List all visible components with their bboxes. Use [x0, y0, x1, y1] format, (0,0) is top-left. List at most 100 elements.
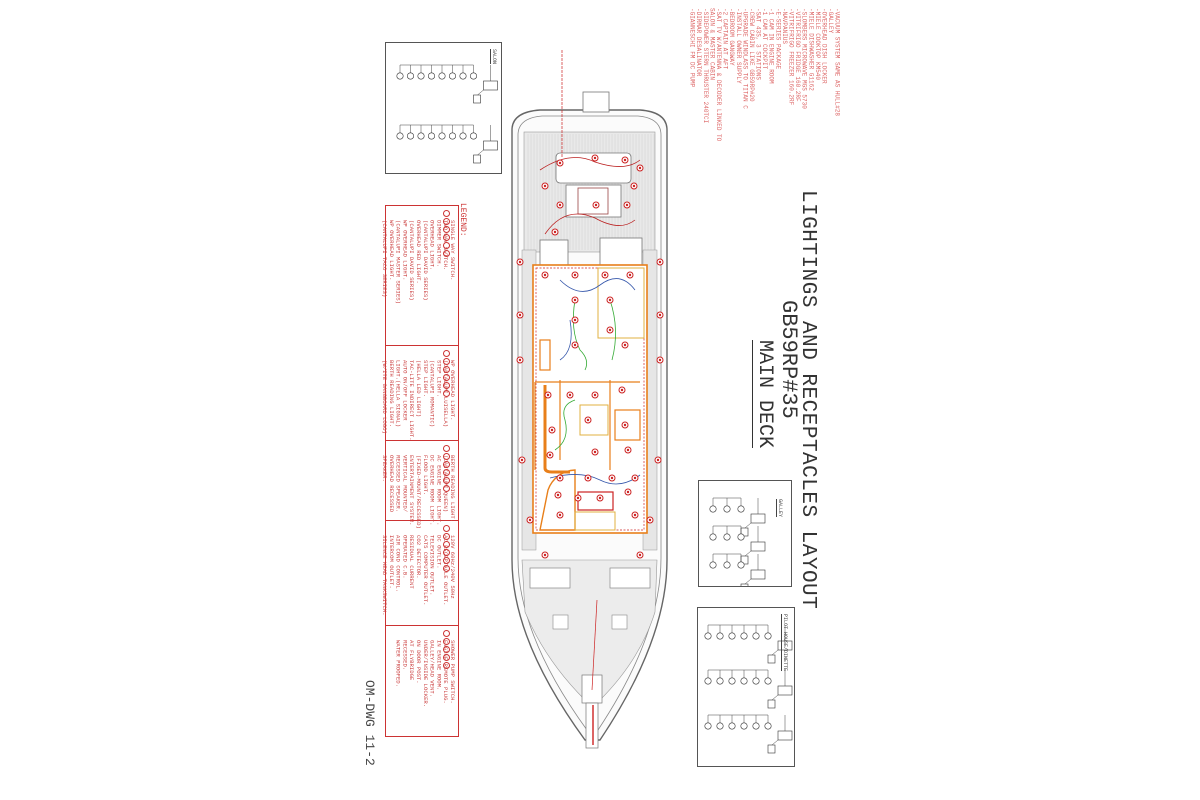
legend-item: AC RECEPTACLE OUTLET.: [442, 535, 450, 606]
light-fixture-dot: [623, 343, 627, 347]
fixture-symbol-icon: [406, 72, 414, 80]
light-fixture-dot: [598, 496, 602, 500]
light-fixture-dot: [603, 273, 607, 277]
fixture-symbol-icon: [740, 677, 748, 685]
breaker-box: [483, 140, 498, 151]
legend-item: FLOOD LIGHT.: [421, 455, 429, 496]
stair-well: [599, 237, 643, 267]
pilot-house-wiring-diagram: [704, 624, 793, 754]
switch-box: [767, 744, 776, 754]
note-line: -1 CAM IN ENGINE ROOM: [767, 8, 775, 84]
breaker-box: [777, 685, 793, 696]
fixture-symbol-icon: [438, 132, 446, 140]
galley-island: [579, 404, 609, 436]
note-line: -VITRIFRIGO FRIDGE 160.2RF: [794, 8, 802, 102]
note-line: SALON & MASTER CABIN: [708, 8, 716, 81]
note-line: -VITRIFRIGO FREEZER 160.2RF: [787, 8, 795, 106]
legend-item: OVERHEAD RECESSED: [387, 455, 395, 513]
legend-items: SHOWER PUMP SWITCH.ENGINE REMOTE PLUG.IN…: [394, 640, 456, 708]
legend-item: UNDER/INSIDE LOCKER.: [421, 640, 429, 708]
legend-item: AT FLYBRIDGE: [408, 640, 416, 681]
light-fixture-dot: [586, 418, 590, 422]
legend-symbol-icon: [442, 233, 450, 241]
note-line: -1 CAM AT COCKPIT: [761, 8, 769, 70]
switch-box: [473, 94, 481, 104]
legend-symbols: [437, 444, 455, 492]
legend-item: VERTICAL MOUNTED/: [401, 455, 409, 513]
legend-items: WP OVERHEAD LIGHT.(CANTALUPI LUISELLA)ST…: [380, 360, 456, 441]
bow-light-wire: [591, 599, 598, 691]
fixture-symbol-icon: [723, 533, 731, 541]
light-fixture-dot: [658, 313, 662, 317]
legend-symbol-icon: [442, 373, 450, 381]
legend-symbol-icon: [442, 484, 450, 492]
galley-wiring-diagram: [709, 497, 766, 586]
switch-box: [767, 654, 776, 664]
legend-item: IN ENGINE ROOM.: [435, 640, 443, 691]
legend-item: BERTH READING LIGHT.: [387, 360, 395, 428]
legend-item: (CANTALUPI ROMANTIC): [428, 360, 436, 428]
feed-line: [477, 65, 491, 96]
legend-item: RECESSED SPEAKER.: [394, 455, 402, 513]
note-line: -GIANNESCHI FM DC PUMP: [688, 8, 696, 88]
fixture-symbol-icon: [723, 561, 731, 569]
salon-wiring-diagram: [396, 64, 498, 164]
legend-item: GALLEY/HEAD VENT.: [428, 640, 436, 698]
light-fixture-dot: [610, 476, 614, 480]
light-fixture-dot: [633, 476, 637, 480]
light-fixture-dot: [625, 203, 629, 207]
light-fixture-dot: [632, 184, 636, 188]
hull-number: GB59RP#35: [776, 300, 801, 419]
fixture-symbol-icon: [459, 72, 467, 80]
note-line: -INSTALL OWNER SUPPLY: [734, 8, 742, 84]
legend-symbol-icon: [442, 653, 450, 661]
legend-symbol-icon: [442, 349, 450, 357]
legend-symbol-icon: [442, 365, 450, 373]
legend-item: AUTO ON/OFF LOCKER: [401, 360, 409, 421]
fixture-symbol-icon: [764, 677, 772, 685]
fixture-symbol-icon: [764, 632, 772, 640]
legend-item: (HELLA LED LIGHT): [415, 360, 423, 418]
note-line: -MIELE COOKTOP KM540: [813, 8, 821, 81]
light-fixture-dot: [573, 318, 577, 322]
legend-symbols: [437, 629, 455, 669]
feed-line: [477, 125, 491, 156]
legend-symbol-icon: [442, 381, 450, 389]
legend-symbol-icon: [442, 444, 450, 452]
legend-symbol-icon: [442, 524, 450, 532]
fixture-symbol-icon: [396, 72, 404, 80]
legend-item: (CANTALUPI DAVID SERIES): [408, 220, 416, 301]
light-fixture-dot: [638, 553, 642, 557]
fixture-symbol-icon: [448, 72, 456, 80]
note-line: -SAT TV W/ANTENNA & DECODER LINKED TO: [714, 8, 722, 142]
note-line: -NAVPANIUS: [780, 8, 788, 45]
legend-symbols: [437, 349, 455, 397]
legend-item: (CANTALUPI MASTER SERIES): [394, 220, 402, 304]
legend-section: WP OVERHEAD LIGHT.(CANTALUPI LUISELLA)ST…: [381, 346, 458, 441]
deck-name: MAIN DECK: [752, 340, 776, 449]
legend-symbol-icon: [442, 452, 450, 460]
starboard-fore-hatch: [611, 614, 628, 630]
legend-section: BERTH READING LIGHT.(CANTALUPI QUEEN)AC …: [381, 441, 458, 529]
salon-interior: [532, 264, 648, 534]
hatch-frame: [577, 187, 609, 215]
light-fixture-dot: [658, 358, 662, 362]
fixture-symbol-icon: [396, 132, 404, 140]
legend-item: STEP LIGHT.: [435, 360, 443, 397]
legend-item: WP OVERHEAD LIGHT.: [401, 220, 409, 281]
legend-symbols: [437, 524, 455, 572]
note-line: -DIRMAR DESALINATOR: [695, 8, 703, 77]
legend-item: ENTERTAINMENT SYSTEM.: [408, 455, 416, 526]
legend-item: (FIXED-MOUNT/RECESSED): [415, 455, 423, 529]
breaker-box: [750, 513, 766, 524]
fixture-symbol-icon: [438, 72, 446, 80]
light-fixture-dot: [573, 298, 577, 302]
galley-panel-schematic: GALLEY: [698, 480, 792, 587]
legend-item: STEP LIGHT.: [421, 360, 429, 397]
note-line: -GALLEY: [827, 8, 835, 34]
light-fixture-dot: [543, 184, 547, 188]
note-line: -MIELE DISHWASHER G1162: [807, 8, 815, 91]
light-fixture-dot: [626, 490, 630, 494]
light-fixture-dot: [543, 273, 547, 277]
